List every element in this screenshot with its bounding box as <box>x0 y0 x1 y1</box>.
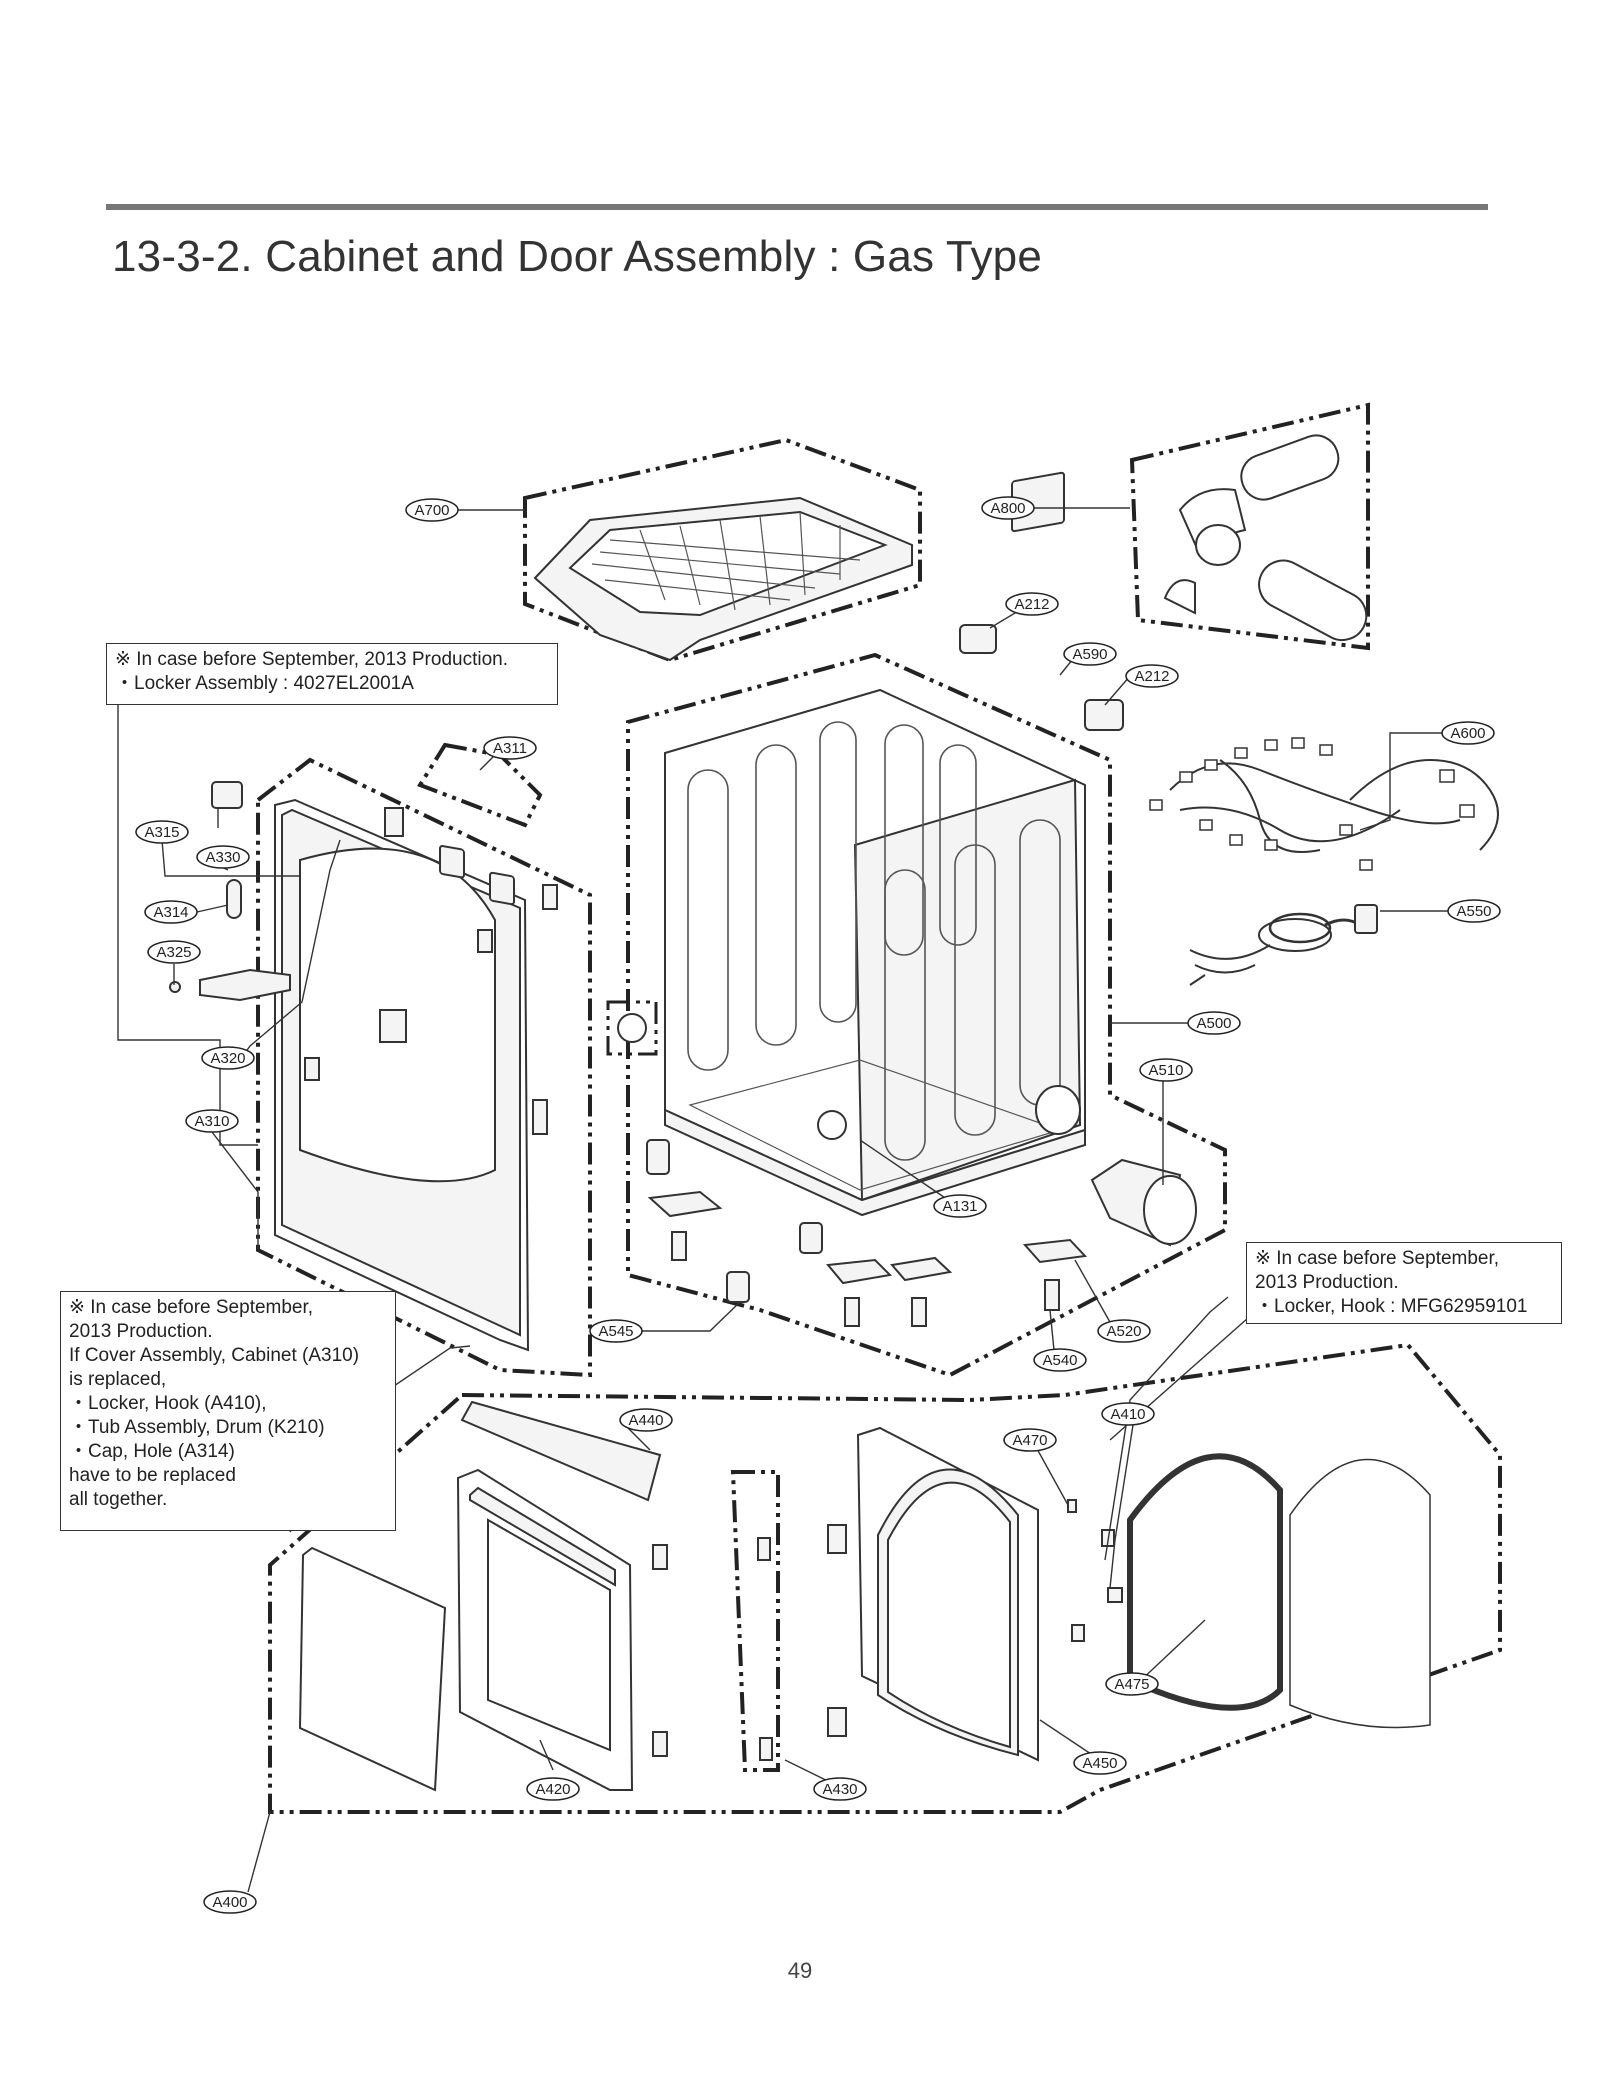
svg-text:A212: A212 <box>1014 596 1049 613</box>
note-line: ・Locker, Hook : MFG62959101 <box>1255 1296 1528 1317</box>
svg-text:A410: A410 <box>1110 1406 1145 1423</box>
svg-text:A320: A320 <box>210 1050 245 1067</box>
note-line: ※ In case before September, <box>1255 1248 1500 1269</box>
front-cover-part <box>274 798 558 1352</box>
boundary-a430 <box>730 1470 780 1772</box>
note-line: is replaced, <box>69 1369 167 1390</box>
callout-a315[interactable]: A315 <box>135 820 189 844</box>
svg-text:A600: A600 <box>1450 725 1485 742</box>
callout-a510[interactable]: A510 <box>1139 1058 1193 1082</box>
boundary-a800 <box>1129 402 1370 651</box>
svg-text:A540: A540 <box>1042 1352 1077 1369</box>
callout-a470[interactable]: A470 <box>1003 1428 1057 1452</box>
callout-a500[interactable]: A500 <box>1187 1011 1241 1035</box>
callout-a600[interactable]: A600 <box>1441 721 1495 745</box>
svg-text:A325: A325 <box>156 944 191 961</box>
svg-text:A212: A212 <box>1134 668 1169 685</box>
svg-text:A800: A800 <box>990 500 1025 517</box>
callout-a212-bottom[interactable]: A212 <box>1125 664 1179 688</box>
note-line: all together. <box>69 1489 168 1510</box>
svg-text:A430: A430 <box>822 1781 857 1798</box>
header-rule <box>106 204 1488 210</box>
callout-a450[interactable]: A450 <box>1073 1751 1127 1775</box>
svg-text:A700: A700 <box>414 502 449 519</box>
note-line: If Cover Assembly, Cabinet (A310) <box>69 1345 360 1366</box>
callout-a550[interactable]: A550 <box>1447 899 1501 923</box>
note-line: 2013 Production. <box>1255 1272 1399 1293</box>
callout-a440[interactable]: A440 <box>619 1408 673 1432</box>
callout-a700[interactable]: A700 <box>405 498 459 522</box>
door-assembly-parts <box>298 1400 1431 1792</box>
callout-a310[interactable]: A310 <box>185 1109 239 1133</box>
svg-text:A314: A314 <box>153 904 188 921</box>
note-locker-assembly: ※ In case before September, 2013 Product… <box>106 643 558 705</box>
part-callouts: A700 A800 A212 A590 A212 A600 A311 A315 … <box>135 496 1501 1914</box>
exhaust-duct-part <box>1163 434 1368 642</box>
svg-text:A450: A450 <box>1082 1755 1117 1772</box>
page-number: 49 <box>787 1958 813 1983</box>
note-line: ・Locker, Hook (A410), <box>69 1393 267 1414</box>
boundary-a700 <box>523 437 922 663</box>
callout-a475[interactable]: A475 <box>1105 1672 1159 1696</box>
exhaust-connector-part <box>1090 1158 1197 1247</box>
svg-text:A440: A440 <box>628 1412 663 1429</box>
wire-harness-part <box>1149 737 1499 871</box>
callout-a400[interactable]: A400 <box>203 1890 257 1914</box>
svg-text:A311: A311 <box>493 740 527 757</box>
note-locker-hook: ※ In case before September, 2013 Product… <box>1246 1242 1562 1324</box>
power-cord-part <box>1189 904 1378 986</box>
callout-a545[interactable]: A545 <box>589 1319 643 1343</box>
callout-a330[interactable]: A330 <box>196 845 250 869</box>
page-title: 13-3-2. Cabinet and Door Assembly : Gas … <box>112 232 1043 281</box>
svg-text:A590: A590 <box>1072 646 1107 663</box>
svg-text:A131: A131 <box>942 1198 977 1215</box>
boundary-a400 <box>268 1342 1502 1814</box>
svg-text:A510: A510 <box>1148 1062 1183 1079</box>
svg-text:A310: A310 <box>194 1113 229 1130</box>
callout-a325[interactable]: A325 <box>147 940 201 964</box>
callout-a520[interactable]: A520 <box>1097 1319 1151 1343</box>
callout-a410[interactable]: A410 <box>1101 1402 1155 1426</box>
note-line: ・Locker Assembly : 4027EL2001A <box>115 673 414 694</box>
svg-text:A550: A550 <box>1456 903 1491 920</box>
note-line: have to be replaced <box>69 1465 236 1486</box>
callout-a131[interactable]: A131 <box>933 1194 987 1218</box>
callout-a212-top[interactable]: A212 <box>1005 592 1059 616</box>
callout-a320[interactable]: A320 <box>201 1046 255 1070</box>
boundary-a131-left <box>606 1000 658 1056</box>
callout-a314[interactable]: A314 <box>144 900 198 924</box>
svg-text:A420: A420 <box>535 1781 570 1798</box>
svg-text:A330: A330 <box>205 849 240 866</box>
callout-a800[interactable]: A800 <box>981 496 1035 520</box>
lock-parts <box>169 781 515 1002</box>
callout-a420[interactable]: A420 <box>526 1777 580 1801</box>
svg-text:A500: A500 <box>1196 1015 1231 1032</box>
note-line: ・Cap, Hole (A314) <box>69 1441 235 1462</box>
callout-a430[interactable]: A430 <box>813 1777 867 1801</box>
feet-parts <box>646 1139 1088 1327</box>
svg-text:A545: A545 <box>598 1323 633 1340</box>
callout-a311[interactable]: A311 <box>483 736 537 760</box>
svg-text:A315: A315 <box>144 824 179 841</box>
cabinet-body-part <box>617 688 1086 1217</box>
svg-text:A400: A400 <box>212 1894 247 1911</box>
top-grille-part <box>533 496 913 662</box>
boundary-cabinet <box>626 652 1227 1378</box>
svg-text:A520: A520 <box>1106 1323 1141 1340</box>
callout-a540[interactable]: A540 <box>1033 1348 1087 1372</box>
note-cover-replacement: ※ In case before September, 2013 Product… <box>60 1291 396 1531</box>
note-line: 2013 Production. <box>69 1321 213 1342</box>
svg-text:A470: A470 <box>1012 1432 1047 1449</box>
note-line: ・Tub Assembly, Drum (K210) <box>69 1417 325 1438</box>
note-line: ※ In case before September, 2013 Product… <box>115 649 508 670</box>
svg-text:A475: A475 <box>1114 1676 1149 1693</box>
note-line: ※ In case before September, <box>69 1297 314 1318</box>
callout-a590[interactable]: A590 <box>1063 642 1117 666</box>
